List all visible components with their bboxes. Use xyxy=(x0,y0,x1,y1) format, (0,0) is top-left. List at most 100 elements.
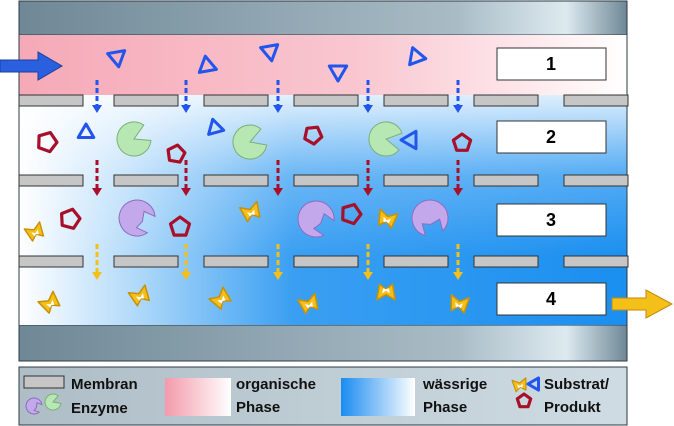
product-chevron-icon xyxy=(208,286,232,310)
legend-organic-label-1: organische xyxy=(236,376,316,393)
product-chevron-icon xyxy=(127,284,150,307)
enzyme-pacman-icon xyxy=(116,121,152,157)
dashed-transfer-arrow xyxy=(273,80,283,113)
membrane-segment xyxy=(473,174,539,187)
stage-number-1: 1 xyxy=(546,54,556,74)
molecules xyxy=(23,43,473,315)
legend-aqueous-swatch xyxy=(341,378,415,416)
membrane-segment xyxy=(563,94,629,107)
dashed-transfer-arrow xyxy=(453,244,463,280)
membrane-segment xyxy=(203,94,269,107)
membrane-segment xyxy=(293,174,359,187)
membrane-segment xyxy=(203,255,269,268)
membrane-segment xyxy=(203,174,269,187)
legend-product-label: Produkt xyxy=(544,399,601,416)
enzyme-notched-icon xyxy=(411,199,449,237)
membrane-segment xyxy=(563,255,629,268)
intermediate-pentagon-icon xyxy=(166,143,187,164)
substrate-triangle-icon xyxy=(76,122,96,139)
substrate-triangle-icon xyxy=(259,43,280,63)
legend-enzyme-label: Enzyme xyxy=(71,400,128,417)
membrane-segment xyxy=(293,94,359,107)
dashed-transfer-arrow xyxy=(92,80,102,113)
product-chevron-icon xyxy=(239,200,261,223)
intermediate-pentagon-icon xyxy=(341,203,363,226)
membrane-segment xyxy=(18,174,84,187)
membrane-segment xyxy=(383,255,449,268)
intermediate-pentagon-icon xyxy=(303,125,324,146)
bottom-wall xyxy=(18,324,628,362)
flow-in-arrow xyxy=(0,51,63,81)
membrane-segment xyxy=(293,255,359,268)
legend-organic-label-2: Phase xyxy=(236,399,280,416)
stage-label-2: 2 xyxy=(496,120,607,154)
transfer-arrows xyxy=(92,80,463,280)
legend-substrate-product-icon xyxy=(511,376,540,409)
membrane-segment xyxy=(113,255,179,268)
product-chevron-icon xyxy=(37,290,61,314)
legend-membrane-swatch xyxy=(23,375,65,389)
product-chevron-icon xyxy=(450,293,471,314)
substrate-triangle-icon xyxy=(106,49,127,69)
membrane-segment xyxy=(473,255,539,268)
product-chevron-icon xyxy=(23,221,45,242)
enzyme-pacman-icon xyxy=(44,393,62,411)
dashed-transfer-arrow xyxy=(181,160,191,196)
legend-organic-swatch xyxy=(165,378,231,416)
membrane-segment xyxy=(113,174,179,187)
membrane-segment xyxy=(383,174,449,187)
dashed-transfer-arrow xyxy=(363,80,373,113)
legend: Membran Enzyme organische Phase wässrige… xyxy=(18,366,628,426)
stage-number-4: 4 xyxy=(546,289,556,309)
intermediate-pentagon-icon xyxy=(59,207,82,230)
top-wall xyxy=(18,0,628,36)
product-chevron-icon xyxy=(376,283,396,301)
substrate-triangle-icon xyxy=(399,129,418,151)
stage-label-1: 1 xyxy=(496,47,607,81)
dashed-transfer-arrow xyxy=(181,80,191,113)
intermediate-pentagon-icon xyxy=(168,215,192,237)
stage-label-3: 3 xyxy=(496,203,607,237)
membrane-segment xyxy=(563,174,629,187)
product-chevron-icon xyxy=(511,377,527,393)
membrane-segment xyxy=(473,94,539,107)
dashed-transfer-arrow xyxy=(273,244,283,280)
enzyme-pacman-icon xyxy=(368,121,403,157)
dashed-transfer-arrow xyxy=(453,80,463,113)
legend-aqueous-label-2: Phase xyxy=(423,399,467,416)
membrane-segment xyxy=(18,94,84,107)
membrane-segment xyxy=(113,94,179,107)
product-chevron-icon xyxy=(297,292,319,315)
legend-aqueous-label-1: wässrige xyxy=(422,376,487,393)
dashed-transfer-arrow xyxy=(453,160,463,196)
stage-number-2: 2 xyxy=(546,127,556,147)
legend-membrane-label: Membran xyxy=(71,376,138,393)
stage-label-4: 4 xyxy=(496,282,607,316)
dashed-transfer-arrow xyxy=(92,160,102,196)
dashed-transfer-arrow xyxy=(363,160,373,196)
legend-enzyme-icon xyxy=(25,393,62,415)
dashed-transfer-arrow xyxy=(181,244,191,280)
substrate-triangle-icon xyxy=(197,54,218,74)
membrane-segment xyxy=(383,94,449,107)
stage-number-3: 3 xyxy=(546,210,556,230)
dashed-transfer-arrow xyxy=(363,244,373,280)
intermediate-pentagon-icon xyxy=(37,131,59,154)
enzyme-pacman-icon xyxy=(232,124,268,160)
legend-substrate-label: Substrat/ xyxy=(544,376,610,393)
membrane-segment xyxy=(18,255,84,268)
intermediate-pentagon-icon xyxy=(515,392,533,409)
substrate-triangle-icon xyxy=(327,64,349,83)
membrane-layers xyxy=(18,94,629,268)
dashed-transfer-arrow xyxy=(92,244,102,280)
flow-out-arrow xyxy=(611,289,674,319)
substrate-triangle-icon xyxy=(207,117,226,136)
intermediate-pentagon-icon xyxy=(451,132,473,152)
substrate-triangle-icon xyxy=(526,376,540,392)
enzyme-notched-icon xyxy=(118,199,156,237)
enzyme-notched-icon xyxy=(25,397,43,415)
enzyme-notched-icon xyxy=(297,200,335,238)
dashed-transfer-arrow xyxy=(273,160,283,196)
product-chevron-icon xyxy=(377,208,399,229)
